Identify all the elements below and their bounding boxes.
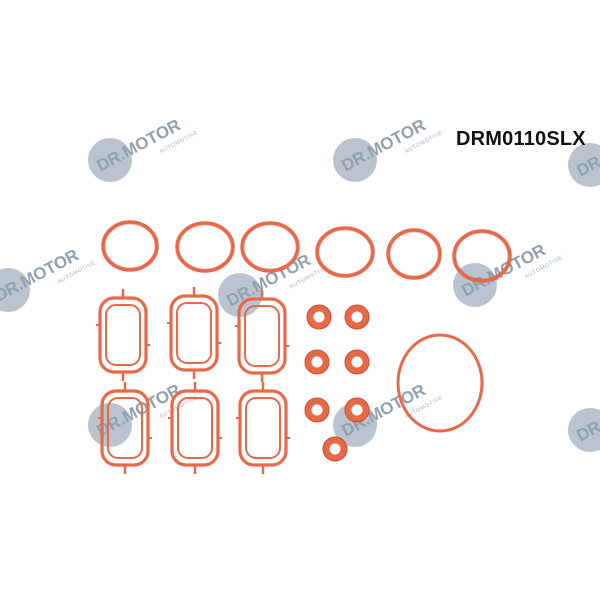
intake-manifold-gasket	[168, 382, 222, 474]
o-ring-seal	[240, 221, 300, 273]
small-injector-seal	[304, 349, 330, 375]
small-injector-seal	[344, 349, 370, 375]
large-o-ring-seal	[396, 333, 484, 433]
product-code: DRM0110SLX	[456, 128, 586, 150]
gasket-parts	[96, 220, 512, 474]
intake-manifold-gasket	[235, 290, 289, 382]
small-injector-seal	[306, 304, 332, 330]
intake-manifold-gasket	[167, 287, 221, 379]
o-ring-seal	[315, 226, 375, 278]
o-ring-seal	[452, 229, 512, 283]
intake-manifold-gasket	[236, 382, 290, 474]
intake-manifold-gasket	[96, 289, 150, 381]
intake-manifold-gasket	[98, 382, 152, 474]
o-ring-seal	[386, 228, 442, 280]
small-injector-seal	[322, 436, 348, 462]
o-ring-seal	[101, 220, 159, 272]
o-ring-seal	[175, 221, 235, 273]
small-injector-seal	[304, 397, 330, 423]
small-injector-seal	[344, 397, 370, 423]
small-injector-seal	[344, 304, 370, 330]
